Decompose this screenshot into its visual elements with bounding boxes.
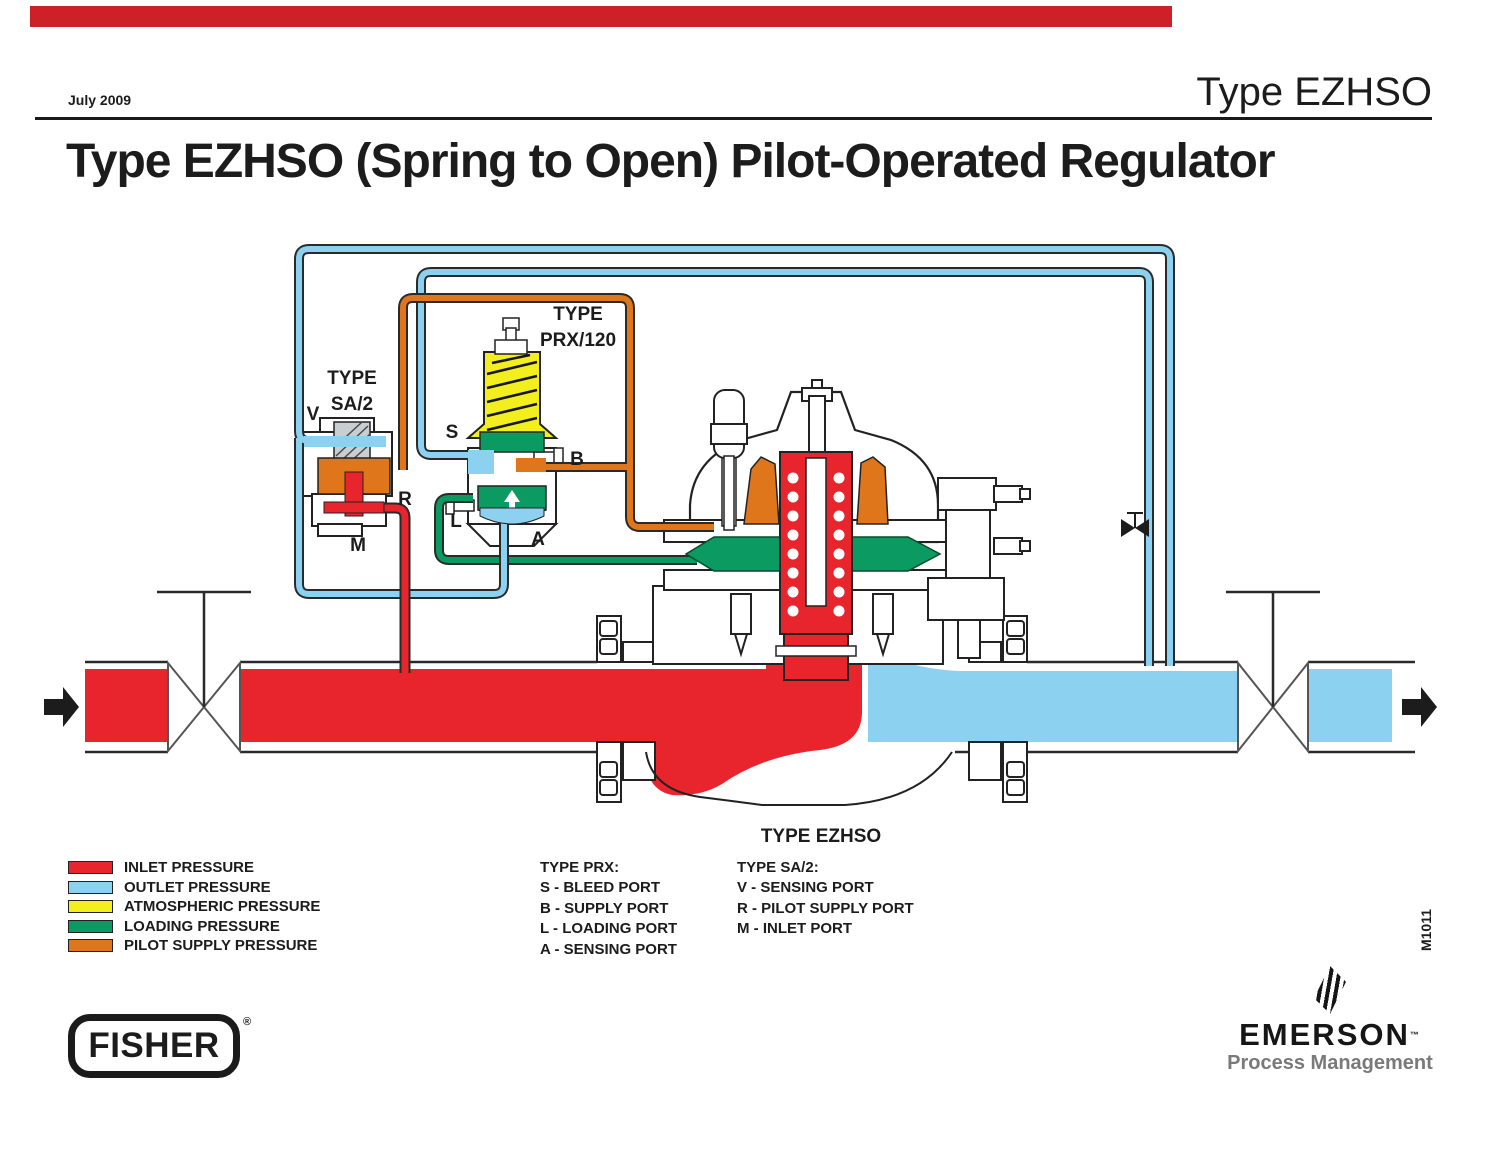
prx-type-label-1: TYPE	[553, 304, 603, 325]
prx-port-list: TYPE PRX: S - BLEED PORT B - SUPPLY PORT…	[540, 858, 677, 960]
port-b-label: B	[570, 449, 584, 470]
legend-label: OUTLET PRESSURE	[124, 878, 271, 896]
emerson-logo-text: EMERSON™	[1225, 1017, 1435, 1052]
page-title: Type EZHSO (Spring to Open) Pilot-Operat…	[66, 135, 1275, 188]
legend-swatch-inlet	[68, 861, 113, 875]
port-list-item: V - SENSING PORT	[737, 879, 874, 897]
tubing	[294, 244, 1175, 673]
port-l-label: L	[450, 511, 462, 532]
legend-item: INLET PRESSURE	[68, 858, 320, 878]
port-a-label: A	[531, 529, 545, 550]
prx-port-heading: TYPE PRX:	[540, 859, 620, 876]
top-accent-bar	[30, 6, 1172, 27]
legend-item: LOADING PRESSURE	[68, 917, 320, 937]
valve-caption: TYPE EZHSO	[760, 826, 882, 847]
hand-valves	[157, 590, 1320, 754]
legend-label: PILOT SUPPLY PRESSURE	[124, 937, 318, 955]
pressure-legend: INLET PRESSURE OUTLET PRESSURE ATMOSPHER…	[68, 858, 320, 956]
legend-item: ATMOSPHERIC PRESSURE	[68, 897, 320, 917]
flow-out-arrow	[1402, 687, 1437, 727]
port-list-item: R - PILOT SUPPLY PORT	[737, 899, 914, 917]
legend-label: LOADING PRESSURE	[124, 917, 280, 935]
emerson-trademark: ™	[1409, 1030, 1421, 1040]
fisher-logo-text: FISHER	[88, 1026, 220, 1065]
header-doc-type: Type EZHSO	[1196, 70, 1432, 114]
valve-internals	[684, 451, 942, 681]
sa2-port-list: TYPE SA/2: V - SENSING PORT R - PILOT SU…	[737, 858, 914, 940]
legend-item: PILOT SUPPLY PRESSURE	[68, 936, 320, 956]
vent-valve	[1121, 512, 1149, 537]
document-date: July 2009	[68, 92, 132, 108]
port-s-label: S	[446, 422, 459, 443]
prx-pilot-internals	[465, 339, 559, 525]
flow-in-arrow	[44, 687, 79, 727]
port-list-item: A - SENSING PORT	[540, 940, 677, 958]
header-rule	[35, 117, 1432, 120]
sa2-type-label-2: SA/2	[331, 394, 373, 415]
port-v-label: V	[307, 404, 320, 425]
outlet-flow	[868, 645, 1392, 742]
schematic-labels: TYPE SA/2 TYPE PRX/120 V R M S B L A	[307, 304, 616, 556]
legend-label: ATMOSPHERIC PRESSURE	[124, 898, 321, 916]
figure-code: M1011	[1418, 908, 1434, 952]
legend-swatch-outlet	[68, 880, 113, 894]
inlet-flow	[85, 648, 862, 796]
emerson-logo: EMERSON™ Process Management	[1225, 966, 1435, 1075]
port-m-label: M	[350, 535, 366, 556]
sa2-pilot-internals	[304, 421, 391, 517]
legend-swatch-loading	[68, 919, 113, 933]
port-list-item: S - BLEED PORT	[540, 879, 661, 897]
legend-swatch-pilot-supply	[68, 939, 113, 953]
emerson-wordmark: EMERSON	[1239, 1017, 1410, 1052]
emerson-tagline: Process Management	[1227, 1052, 1433, 1074]
port-list-item: L - LOADING PORT	[540, 920, 678, 938]
legend-label: INLET PRESSURE	[124, 859, 255, 877]
emerson-diamond-icon	[1314, 966, 1346, 1014]
sa2-port-heading: TYPE SA/2:	[737, 859, 819, 876]
port-list-item: M - INLET PORT	[737, 920, 852, 938]
prx-type-label-2: PRX/120	[540, 330, 616, 351]
fisher-logo: FISHER	[68, 1014, 240, 1078]
fisher-registered-mark: ®	[243, 1016, 252, 1028]
legend-item: OUTLET PRESSURE	[68, 878, 320, 898]
sa2-type-label-1: TYPE	[327, 368, 377, 389]
legend-swatch-atmospheric	[68, 900, 113, 914]
port-list-item: B - SUPPLY PORT	[540, 899, 669, 917]
port-r-label: R	[398, 489, 412, 510]
pipe-walls	[85, 660, 1415, 754]
